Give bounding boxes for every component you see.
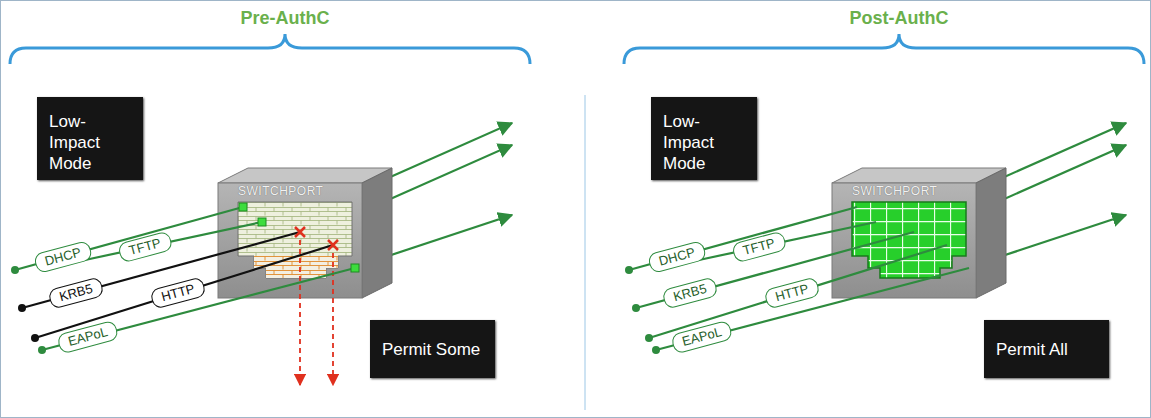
traffic-dot: [632, 304, 640, 312]
switchport: SWITCHPORT: [832, 168, 1006, 298]
node-text: Permit All: [996, 339, 1068, 360]
node-text: Low-Impact Mode: [663, 111, 745, 174]
switch-front: [832, 183, 976, 298]
node-text: KRB5: [672, 281, 709, 305]
pass-marker: [258, 218, 266, 226]
port-open: [852, 202, 966, 278]
dropped-arrow: [299, 240, 301, 385]
protocol-tag: HTTP: [149, 276, 206, 309]
node-text: DHCP: [43, 245, 83, 270]
pre-authc-panel: [10, 34, 530, 385]
panel-heading: Pre-AuthC: [241, 8, 330, 29]
node-text: TFTP: [741, 235, 777, 259]
traffic-dot: [625, 266, 633, 274]
traffic-line: [22, 232, 300, 308]
node-text: HTTP: [774, 281, 811, 305]
traffic-line: [35, 245, 333, 338]
node-text: KRB5: [58, 281, 95, 305]
node-text: TFTP: [127, 235, 163, 259]
bracket: [10, 34, 530, 64]
traffic-dot: [645, 334, 653, 342]
traffic-line: [15, 207, 243, 270]
node-text: HTTP: [160, 281, 197, 305]
protocol-tag: DHCP: [33, 240, 93, 274]
pass-marker: [239, 203, 247, 211]
protocol-tag: DHCP: [647, 240, 707, 274]
traffic-line: [85, 222, 262, 260]
protocol-tag: KRB5: [661, 276, 718, 309]
traffic-line: [636, 232, 914, 308]
traffic-dot: [11, 266, 19, 274]
protocol-tag: TFTP: [731, 231, 787, 264]
pass-marker: [351, 264, 359, 272]
traffic-line: [649, 245, 947, 338]
switch-side: [362, 168, 392, 298]
panel-heading: Post-AuthC: [850, 8, 949, 29]
traffic-line: [656, 268, 969, 350]
switch-front: [218, 183, 362, 298]
node-text: Permit Some: [382, 339, 480, 360]
node-text: DHCP: [657, 245, 697, 270]
node-text: EAPoL: [66, 324, 109, 350]
switchport: SWITCHPORT: [218, 168, 392, 298]
switch-side: [976, 168, 1006, 298]
node-text: Low-Impact Mode: [49, 111, 131, 174]
protocol-tag: EAPoL: [670, 320, 734, 355]
post-authc-panel: [624, 34, 1144, 354]
traffic-dot: [38, 346, 46, 354]
mode-box: Low-Impact Mode: [37, 97, 143, 180]
mode-box: Low-Impact Mode: [651, 97, 757, 180]
port-wall: [238, 202, 352, 278]
traffic-line: [629, 207, 857, 270]
traffic-dot: [652, 346, 660, 354]
protocol-tag: TFTP: [117, 231, 173, 264]
result-box: Permit Some: [370, 320, 495, 378]
block-mark: [295, 227, 305, 237]
result-box: Permit All: [984, 320, 1109, 378]
traffic-line: [699, 222, 876, 260]
bracket: [624, 34, 1144, 64]
node-text: SWITCHPORT: [852, 185, 937, 198]
traffic-dot: [18, 304, 26, 312]
protocol-tag: HTTP: [763, 276, 820, 309]
traffic-line: [42, 268, 355, 350]
protocol-tag: KRB5: [47, 276, 104, 309]
protocol-tag: EAPoL: [56, 320, 120, 355]
traffic-dot: [31, 334, 39, 342]
block-mark: [328, 240, 338, 250]
divider: [585, 95, 586, 410]
node-text: SWITCHPORT: [238, 185, 323, 198]
node-text: EAPoL: [680, 324, 723, 350]
